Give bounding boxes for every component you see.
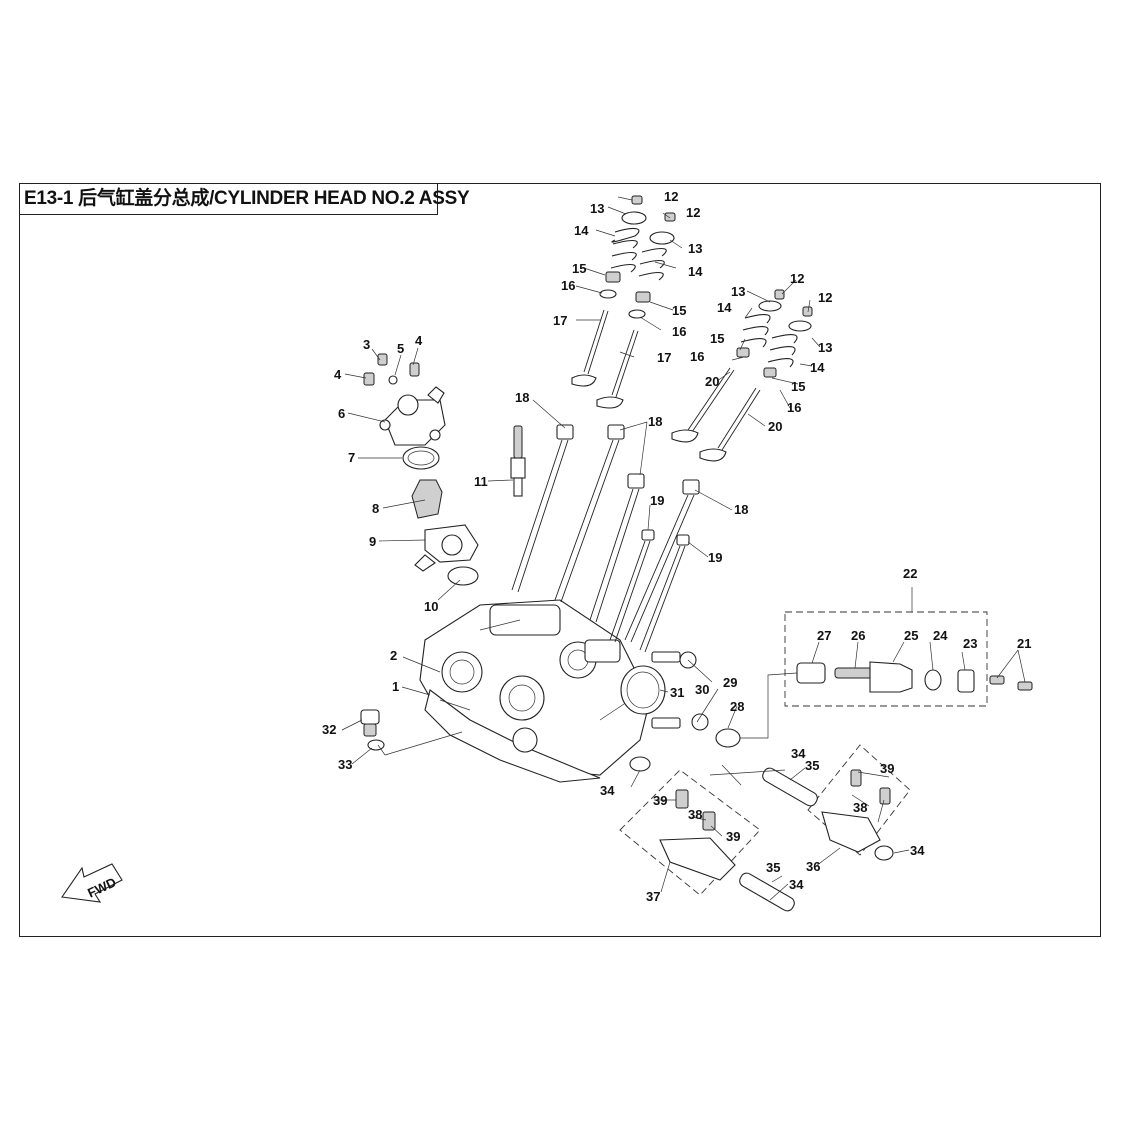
- label-39a: 39: [653, 793, 667, 808]
- label-8: 8: [372, 501, 379, 516]
- label-4b: 4: [415, 333, 423, 348]
- label-15c: 15: [710, 331, 724, 346]
- label-14d: 14: [810, 360, 825, 375]
- label-28: 28: [730, 699, 744, 714]
- valve-group-right: [671, 289, 813, 462]
- label-30: 30: [695, 682, 709, 697]
- label-34a: 34: [600, 783, 615, 798]
- label-16b: 16: [672, 324, 686, 339]
- label-12c: 12: [790, 271, 804, 286]
- label-4a: 4: [334, 367, 342, 382]
- rocker-box-left: [619, 769, 761, 896]
- label-14b: 14: [688, 264, 703, 279]
- label-37: 37: [646, 889, 660, 904]
- label-26: 26: [851, 628, 865, 643]
- label-13c: 13: [731, 284, 745, 299]
- label-38a: 38: [688, 807, 702, 822]
- label-39b: 39: [726, 829, 740, 844]
- label-9: 9: [369, 534, 376, 549]
- label-17b: 17: [657, 350, 671, 365]
- label-29: 29: [723, 675, 737, 690]
- label-38b: 38: [853, 800, 867, 815]
- label-32: 32: [322, 722, 336, 737]
- label-1: 1: [392, 679, 399, 694]
- part-labels: 1 2 3 4 4 5 6 7 8 9 10 11 12 12 12 12 13…: [322, 189, 1031, 904]
- label-12b: 12: [686, 205, 700, 220]
- head-bolts: [511, 424, 700, 653]
- label-19a: 19: [650, 493, 664, 508]
- label-20a: 20: [705, 374, 719, 389]
- label-21: 21: [1017, 636, 1031, 651]
- drain-plug: [360, 709, 385, 751]
- label-23: 23: [963, 636, 977, 651]
- label-24: 24: [933, 628, 948, 643]
- tensioner-callout: [740, 672, 798, 739]
- fwd-arrow-icon: FWD: [61, 863, 123, 903]
- label-35a: 35: [805, 758, 819, 773]
- label-34b: 34: [791, 746, 806, 761]
- label-15a: 15: [572, 261, 586, 276]
- label-31: 31: [670, 685, 684, 700]
- leader-lines: [341, 196, 1026, 901]
- label-16a: 16: [561, 278, 575, 293]
- label-14a: 14: [574, 223, 589, 238]
- label-35b: 35: [766, 860, 780, 875]
- rocker-parts: [629, 756, 894, 912]
- label-19b: 19: [708, 550, 722, 565]
- label-34d: 34: [789, 877, 804, 892]
- label-17a: 17: [553, 313, 567, 328]
- label-18c: 18: [734, 502, 748, 517]
- label-12d: 12: [818, 290, 832, 305]
- label-13b: 13: [688, 241, 702, 256]
- thermostat-group: [363, 353, 479, 586]
- label-14c: 14: [717, 300, 732, 315]
- label-39c: 39: [880, 761, 894, 776]
- label-3: 3: [363, 337, 370, 352]
- label-25: 25: [904, 628, 918, 643]
- label-22: 22: [903, 566, 917, 581]
- label-13a: 13: [590, 201, 604, 216]
- label-15d: 15: [791, 379, 805, 394]
- label-20b: 20: [768, 419, 782, 434]
- label-33: 33: [338, 757, 352, 772]
- valve-group-left: [571, 195, 676, 409]
- label-11: 11: [474, 474, 488, 489]
- tensioner-group: [715, 661, 1033, 748]
- diagram-title: E13-1 后气缸盖分总成/CYLINDER HEAD NO.2 ASSY: [19, 183, 470, 215]
- plug-callout: [377, 731, 463, 756]
- diagram-frame: [19, 183, 1101, 937]
- label-16c: 16: [690, 349, 704, 364]
- label-12a: 12: [664, 189, 678, 204]
- label-5: 5: [397, 341, 404, 356]
- label-15b: 15: [672, 303, 686, 318]
- label-36: 36: [806, 859, 820, 874]
- label-16d: 16: [787, 400, 801, 415]
- tensioner-box: [784, 611, 988, 707]
- cylinder-head: [419, 599, 651, 783]
- label-7: 7: [348, 450, 355, 465]
- label-18a: 18: [515, 390, 529, 405]
- spark-plug: [510, 425, 526, 497]
- label-18b: 18: [648, 414, 662, 429]
- label-10: 10: [424, 599, 438, 614]
- label-6: 6: [338, 406, 345, 421]
- label-2: 2: [390, 648, 397, 663]
- label-34c: 34: [910, 843, 925, 858]
- label-13d: 13: [818, 340, 832, 355]
- label-27: 27: [817, 628, 831, 643]
